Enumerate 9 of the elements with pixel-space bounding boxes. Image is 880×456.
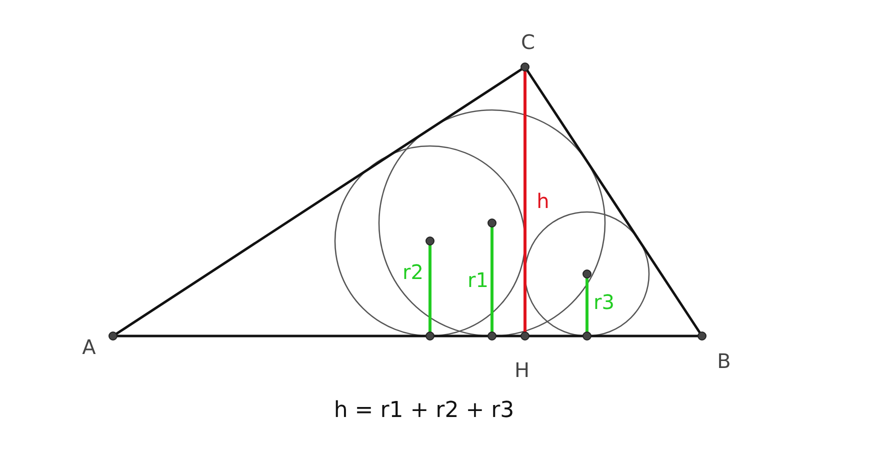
altitude-label: h <box>536 190 550 212</box>
formula-caption: h = r1 + r2 + r3 <box>334 400 514 422</box>
vertex-label: A <box>82 336 96 358</box>
vertex-label: H <box>514 359 530 381</box>
radius-label: r3 <box>594 291 614 313</box>
vertex-label: C <box>521 31 535 53</box>
radius-label: r1 <box>468 269 488 291</box>
vertex-label: B <box>717 350 731 372</box>
radius-label: r2 <box>402 261 424 283</box>
